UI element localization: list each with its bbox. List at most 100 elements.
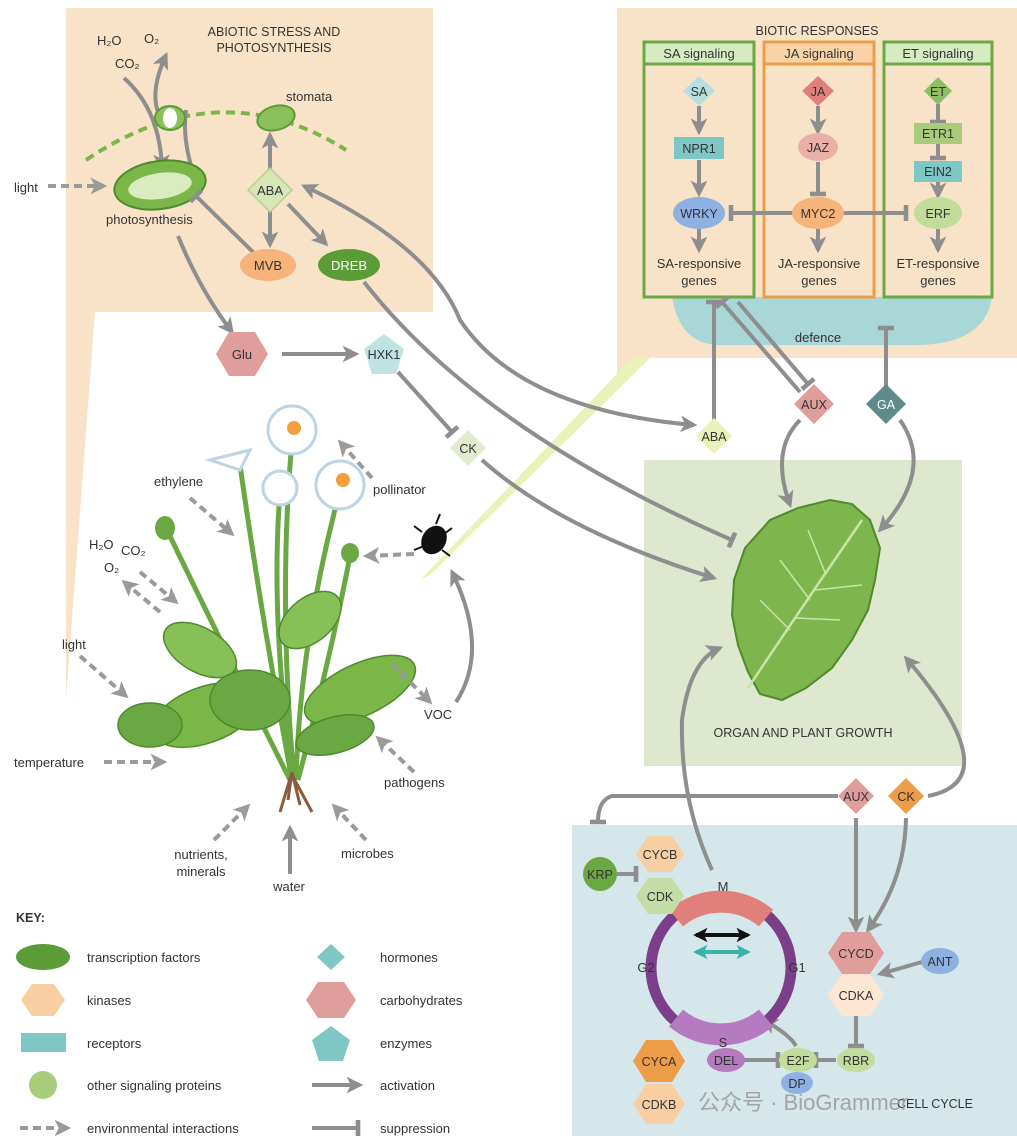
plant-leaf-2 (303, 654, 417, 726)
s-phase-arc (668, 1009, 774, 1046)
abiotic-h2o-label: H₂O (97, 33, 122, 48)
key-other-signaling-icon (29, 1071, 57, 1099)
microbes-label: microbes (341, 846, 394, 861)
rbr-node[interactable] (837, 1048, 875, 1072)
flower-3 (261, 469, 299, 507)
key-environmental-label: environmental interactions (87, 1121, 239, 1136)
sa-signaling-header: SA signaling (663, 46, 735, 61)
aux-cell-cycle-node[interactable] (838, 778, 874, 814)
key-kinase-icon (21, 984, 65, 1016)
biotic-title: BIOTIC RESPONSES (756, 24, 879, 38)
wrky-node-label: WRKY (680, 207, 718, 221)
sa-header-bg (642, 40, 756, 66)
plant-leaf-7 (295, 714, 375, 756)
et-node-label: ET (930, 85, 946, 99)
cycd-kinase-node[interactable] (828, 932, 884, 974)
aba-node-label: ABA (257, 183, 283, 198)
gas-in-arrow (122, 76, 170, 172)
aba-hormone-node[interactable] (246, 166, 294, 214)
growth-leaf-vein-2 (759, 529, 863, 631)
voc-to-beetle-arrow (450, 568, 474, 704)
stoma-pore-inner (163, 108, 177, 128)
erf-node[interactable] (914, 197, 962, 229)
etr1-receptor-node[interactable] (914, 123, 962, 144)
key-receptor-icon (21, 1033, 66, 1052)
ck-node-label: CK (459, 442, 477, 456)
ant-node[interactable] (921, 948, 959, 974)
sa-hormone-node[interactable] (683, 76, 715, 106)
abiotic-o2-label: O₂ (144, 31, 159, 46)
key-other-signaling-label: other signaling proteins (87, 1078, 222, 1093)
aba-to-aba-growth-arrow (300, 184, 698, 433)
light-beam (420, 358, 650, 580)
hxk1-enzyme-node[interactable] (364, 334, 404, 374)
del-node[interactable] (707, 1048, 745, 1072)
cyca-kinase-node[interactable] (633, 1040, 685, 1082)
aux-hormone-node[interactable] (794, 384, 834, 424)
key-enzymes-label: enzymes (380, 1036, 433, 1051)
stomata-label: stomata (286, 89, 333, 104)
flower-2-center (336, 473, 350, 487)
stomata-icon (256, 104, 296, 132)
erf-node-label: ERF (926, 207, 951, 221)
key-kinases-label: kinases (87, 993, 132, 1008)
myc2-node[interactable] (792, 197, 844, 229)
npr1-node-label: NPR1 (682, 142, 715, 156)
cdka-kinase-node[interactable] (828, 974, 884, 1016)
sa-node-label: SA (691, 85, 708, 99)
growth-leaf-vein (746, 519, 864, 689)
et-genes-label-2: genes (920, 273, 956, 288)
cell-cycle-title: CELL CYCLE (897, 1097, 973, 1111)
light-label-top: light (14, 180, 38, 195)
e2f-node[interactable] (779, 1048, 817, 1072)
cdk-node-label: CDK (647, 890, 674, 904)
pollinator-arrow (337, 439, 374, 480)
dp-node[interactable] (781, 1072, 813, 1094)
npr1-receptor-node[interactable] (674, 137, 724, 159)
ck-to-cycd-arrow (866, 817, 908, 933)
beetle-body (421, 525, 447, 555)
temperature-label: temperature (14, 755, 84, 770)
cdk-kinase-node[interactable] (636, 878, 684, 914)
plant-light-label: light (62, 637, 86, 652)
key-enzyme-icon (312, 1026, 350, 1061)
ck-cell-cycle-node[interactable] (888, 778, 924, 814)
key-hormones-label: hormones (380, 950, 438, 965)
pathogens-label: pathogens (384, 775, 445, 790)
krp-node[interactable] (583, 857, 617, 891)
mvb-node[interactable] (240, 249, 296, 281)
beetle-icon (413, 513, 453, 557)
key-carbohydrates-label: carbohydrates (380, 993, 463, 1008)
ja-genes-label-2: genes (801, 273, 837, 288)
ja-hormone-node[interactable] (802, 76, 834, 106)
key-transcription-factors-label: transcription factors (87, 950, 201, 965)
s-phase-label: S (719, 1035, 728, 1050)
plant-stem-6 (274, 491, 296, 781)
aux-to-krp-arrow (589, 794, 838, 825)
chloroplast-inner (128, 172, 192, 200)
ck-hormone-node[interactable] (450, 430, 486, 466)
cdkb-kinase-node[interactable] (633, 1084, 685, 1124)
watermark-text: 公众号 · BioGrammer (698, 1090, 908, 1115)
et-hormone-node[interactable] (924, 77, 952, 105)
beetle-to-plant-arrow (362, 547, 415, 564)
ck-cell-cycle-label: CK (897, 790, 915, 804)
flower-bud-1 (155, 516, 175, 540)
ein2-receptor-node[interactable] (914, 161, 962, 182)
cyca-node-label: CYCA (642, 1055, 677, 1069)
flower-1-center (287, 421, 301, 435)
glu-carbohydrate-node[interactable] (216, 332, 268, 376)
ant-node-label: ANT (928, 955, 953, 969)
ck-to-growth-arrow (480, 458, 718, 583)
ga-node-label: GA (877, 398, 896, 412)
aba-middle-hormone-node[interactable] (696, 418, 732, 454)
ga-hormone-node[interactable] (866, 384, 906, 424)
ant-to-cycd-arrow (876, 960, 923, 979)
plant-illustration (117, 404, 417, 813)
defence-band (672, 297, 992, 345)
g2-phase-label: G2 (637, 960, 654, 975)
light-plant-arrow (78, 654, 129, 699)
jaz-node[interactable] (798, 133, 838, 161)
cycb-kinase-node[interactable] (636, 836, 684, 872)
